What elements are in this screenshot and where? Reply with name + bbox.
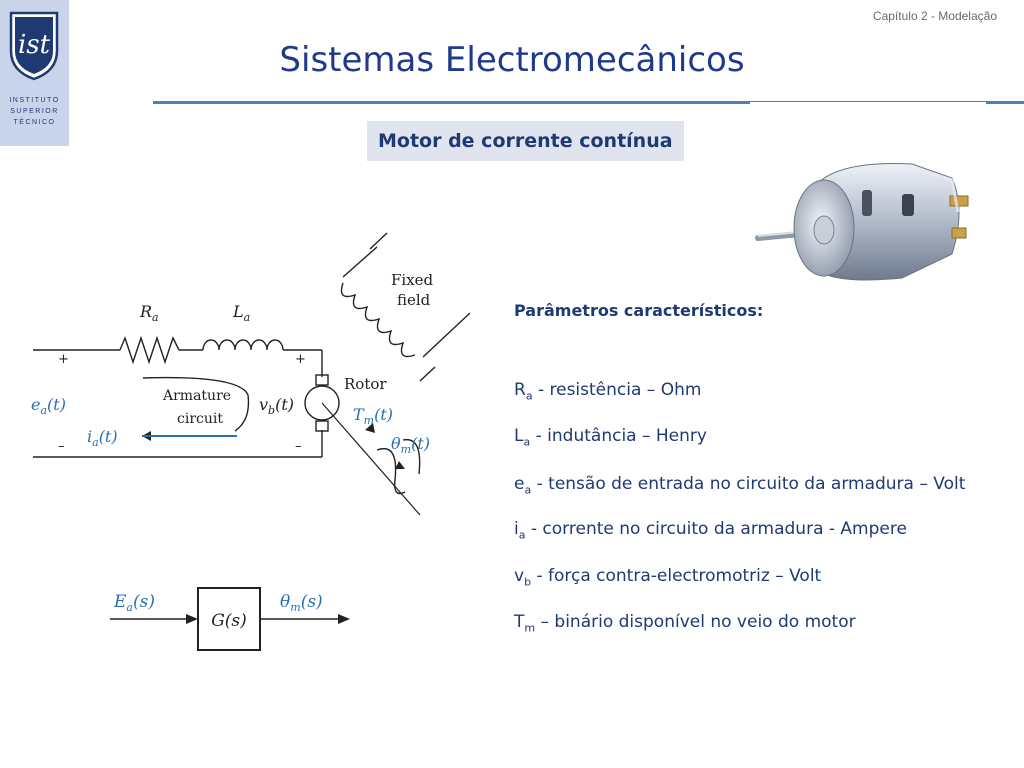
param-description: - corrente no circuito da armadura - Amp… [525, 519, 907, 540]
param-symbol: T [514, 611, 525, 632]
parameters-list: Parâmetros característicos: Ra - resistê… [514, 301, 984, 656]
label-r-sub: a [152, 311, 159, 324]
page-title: Sistemas Electromecânicos [0, 40, 1024, 80]
subtitle-box: Motor de corrente contínua [367, 121, 684, 161]
label-r: R [139, 302, 152, 321]
label-i-t: (t) [99, 427, 118, 446]
block-input: E [113, 592, 127, 612]
label-e-t: (t) [47, 395, 66, 414]
chapter-label: Capítulo 2 - Modelação [872, 9, 997, 23]
param-description: - tensão de entrada no circuito da armad… [531, 473, 966, 494]
svg-text:Ra: Ra [139, 302, 159, 324]
title-rule-middle [750, 101, 986, 102]
svg-text:ea(t): ea(t) [31, 395, 66, 417]
svg-text:vb(t): vb(t) [259, 395, 294, 417]
svg-text:ia(t): ia(t) [87, 427, 118, 449]
svg-text:La: La [232, 302, 250, 324]
logo-line-1: INSTITUTO [9, 97, 60, 104]
plus-left: + [58, 352, 69, 367]
svg-text:θm(s): θm(s) [280, 592, 323, 614]
title-rule-left [153, 101, 750, 104]
subtitle-text: Motor de corrente contínua [378, 130, 673, 152]
block-output: θ [280, 592, 290, 612]
block-input-sub: a [126, 601, 133, 614]
param-subscript: b [524, 574, 532, 588]
parameters-heading: Parâmetros característicos: [514, 301, 764, 320]
label-i-sub: a [92, 436, 99, 449]
label-v-t: (t) [275, 395, 294, 414]
param-subscript: m [524, 621, 536, 635]
armature-circuit-diagram: Ra La Fixed field Rotor Armature circuit… [31, 232, 471, 516]
param-row: vb - força contra-electromotriz – Volt [514, 564, 984, 594]
label-circuit: circuit [177, 411, 223, 427]
param-description: - força contra-electromotriz – Volt [531, 565, 822, 586]
param-subscript: a [518, 528, 526, 542]
param-description: - indutância – Henry [530, 426, 707, 447]
label-rotor: Rotor [344, 375, 387, 393]
param-row: La - indutância – Henry [514, 424, 984, 454]
label-t-t: (t) [374, 405, 393, 424]
param-row: ea - tensão de entrada no circuito da ar… [514, 471, 984, 503]
label-e: e [31, 395, 40, 414]
param-symbol: v [514, 565, 525, 586]
param-symbol: L [514, 426, 524, 447]
label-t-sub: m [364, 414, 374, 427]
label-armature: Armature [162, 388, 231, 404]
param-symbol: R [514, 380, 526, 400]
block-input-s: (s) [133, 592, 155, 612]
ist-logo: ist INSTITUTO SUPERIOR TÉCNICO [0, 0, 69, 146]
transfer-function-block-diagram: Ea(s) G(s) θm(s) [110, 587, 350, 651]
svg-text:Tm(t): Tm(t) [353, 405, 393, 427]
page-title-text: Sistemas Electromecânicos [279, 40, 745, 80]
title-rule-right [986, 101, 1024, 104]
label-t: T [353, 405, 365, 424]
plus-right: + [295, 352, 306, 367]
minus-right: – [295, 439, 302, 454]
label-fixed: Fixed [391, 271, 434, 289]
param-description: – binário disponível no veio do motor [535, 611, 856, 632]
label-theta-sub: m [401, 443, 411, 456]
param-row: ia - corrente no circuito da armadura - … [514, 517, 984, 547]
param-subscript: a [523, 435, 531, 449]
param-row: Tm – binário disponível no veio do motor [514, 610, 984, 640]
logo-line-2: SUPERIOR [10, 108, 59, 115]
logo-line-3: TÉCNICO [13, 119, 56, 126]
param-description: - resistência – Ohm [532, 380, 702, 400]
param-row: Ra - resistência – Ohm [514, 378, 984, 408]
label-e-sub: a [40, 404, 47, 417]
param-symbol: i [514, 519, 519, 540]
block-output-sub: m [290, 601, 300, 614]
label-v: v [259, 395, 268, 414]
logo-mark: ist [18, 30, 51, 60]
label-field: field [397, 291, 431, 309]
label-l: L [232, 302, 244, 321]
minus-left: – [58, 439, 65, 454]
ist-shield-icon: ist [9, 11, 59, 81]
label-i: i [87, 427, 92, 446]
label-l-sub: a [244, 311, 251, 324]
param-subscript: a [525, 389, 533, 403]
label-theta-t: (t) [411, 434, 430, 453]
block-output-s: (s) [301, 592, 323, 612]
dc-motor-photo [755, 163, 969, 281]
block-transfer-function: G(s) [211, 611, 247, 631]
label-v-sub: b [268, 404, 275, 417]
label-theta: θ [391, 434, 401, 453]
svg-text:θm(t): θm(t) [391, 434, 430, 456]
param-symbol: e [514, 473, 525, 494]
param-subscript: a [524, 483, 532, 497]
svg-text:Ea(s): Ea(s) [113, 592, 155, 614]
